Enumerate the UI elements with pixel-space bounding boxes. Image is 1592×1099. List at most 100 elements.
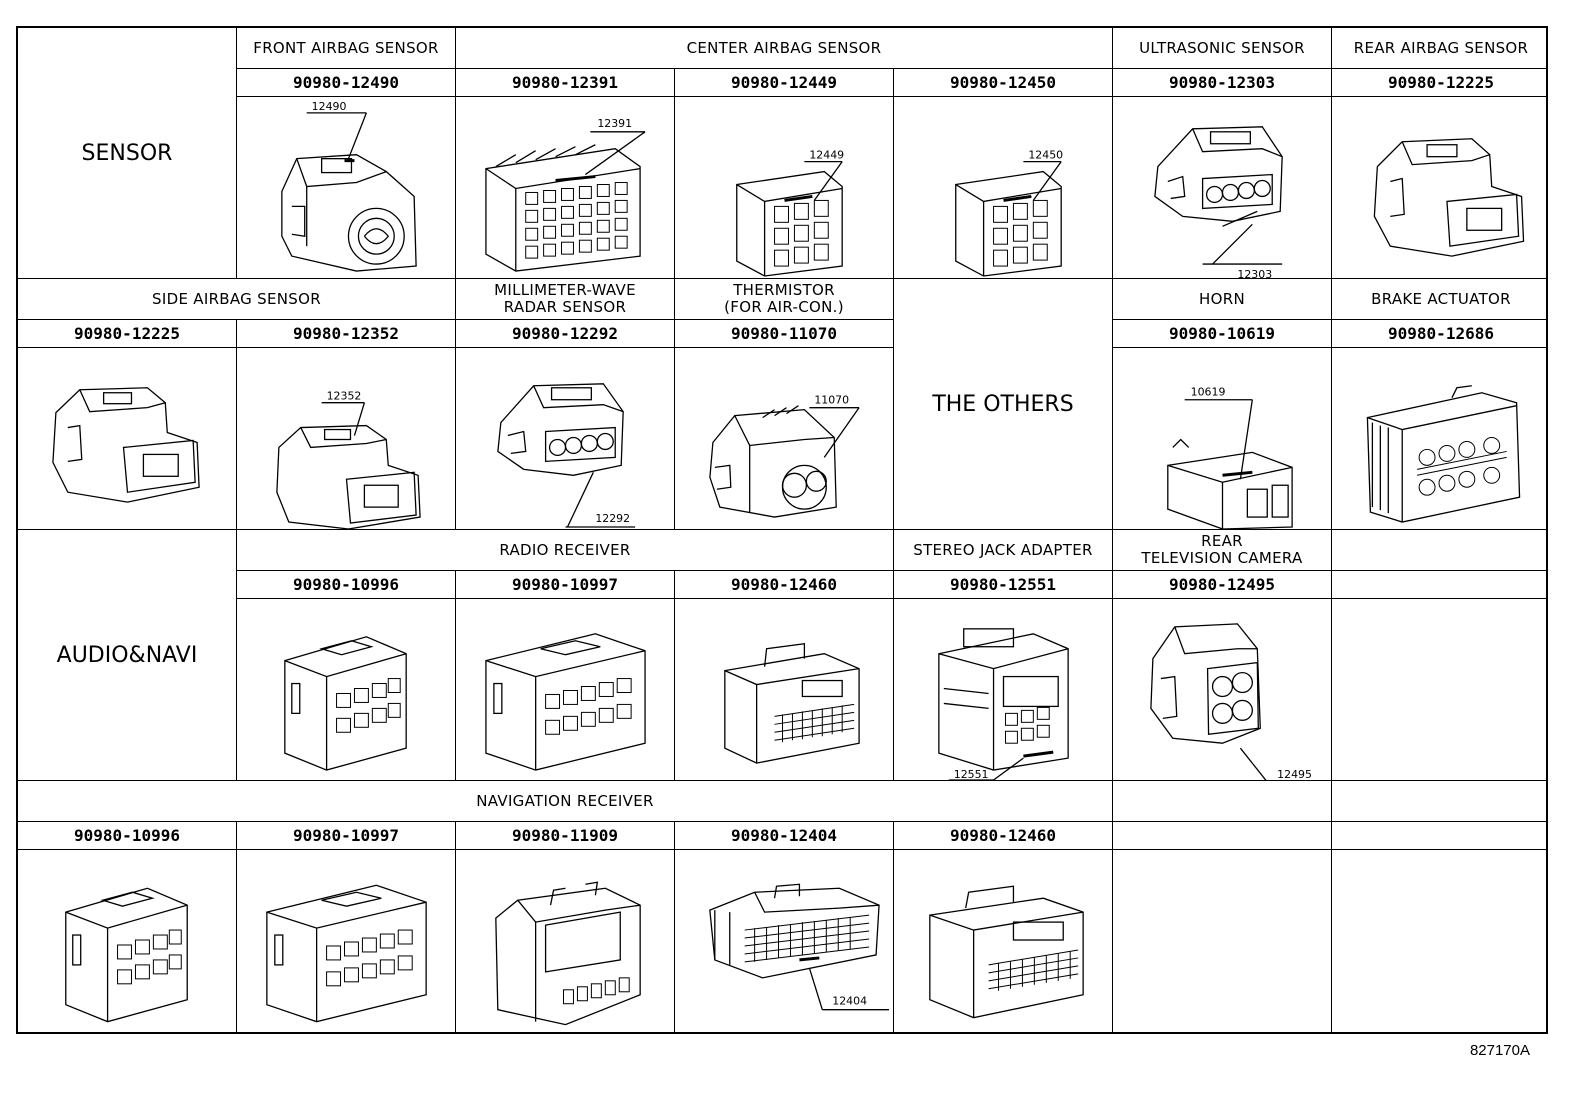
part-number: 90980-10996 bbox=[18, 822, 237, 850]
header-label: TELEVISION CAMERA bbox=[1141, 549, 1303, 567]
header-brake-actuator: BRAKE ACTUATOR bbox=[1332, 279, 1546, 320]
callout-label: 12404 bbox=[832, 995, 867, 1008]
part-number: 90980-12225 bbox=[18, 320, 237, 348]
part-number: 90980-11070 bbox=[675, 320, 894, 348]
part-number-text: 90980-12490 bbox=[293, 73, 399, 92]
part-number: 90980-12460 bbox=[894, 822, 1113, 850]
part-number-text: 90980-11070 bbox=[731, 324, 837, 343]
empty-cell bbox=[1113, 781, 1332, 822]
callout-label: 12551 bbox=[954, 768, 989, 780]
connector-drawing-12460 bbox=[894, 850, 1113, 1032]
part-number-text: 90980-10997 bbox=[512, 575, 618, 594]
callout-label: 11070 bbox=[814, 394, 849, 407]
header-horn: HORN bbox=[1113, 279, 1332, 320]
header-navigation-receiver: NAVIGATION RECEIVER bbox=[18, 781, 1113, 822]
part-number: 90980-12391 bbox=[456, 69, 675, 97]
callout-label: 12449 bbox=[809, 149, 844, 162]
header-label: ULTRASONIC SENSOR bbox=[1139, 38, 1305, 57]
connector-drawing-12225 bbox=[18, 348, 237, 530]
callout-label: 10619 bbox=[1191, 386, 1226, 399]
header-front-airbag-sensor: FRONT AIRBAG SENSOR bbox=[237, 28, 456, 69]
part-number-text: 90980-12225 bbox=[74, 324, 180, 343]
group-the-others: THE OTHERS bbox=[894, 279, 1113, 530]
part-number-text: 90980-12460 bbox=[731, 575, 837, 594]
header-label: CENTER AIRBAG SENSOR bbox=[686, 38, 882, 57]
header-label: RADAR SENSOR bbox=[503, 298, 627, 316]
empty-cell bbox=[1113, 850, 1332, 1032]
part-number: 90980-10619 bbox=[1113, 320, 1332, 348]
part-number-text: 90980-12404 bbox=[731, 826, 837, 845]
connector-drawing-12292: 12292 bbox=[456, 348, 675, 530]
connector-drawing-12449: 12449 bbox=[675, 97, 894, 279]
header-label: MILLIMETER-WAVE bbox=[494, 281, 636, 299]
part-number-text: 90980-12391 bbox=[512, 73, 618, 92]
connector-drawing-12303: 12303 bbox=[1113, 97, 1332, 279]
callout-label: 12292 bbox=[595, 512, 630, 525]
callout-label: 12490 bbox=[312, 100, 347, 113]
header-label: REAR bbox=[1201, 532, 1243, 550]
header-center-airbag-sensor: CENTER AIRBAG SENSOR bbox=[456, 28, 1113, 69]
part-number-text: 90980-10996 bbox=[74, 826, 180, 845]
header-label: BRAKE ACTUATOR bbox=[1371, 289, 1511, 308]
connector-drawing-12225 bbox=[1332, 97, 1546, 279]
part-number-text: 90980-10997 bbox=[293, 826, 399, 845]
part-number-text: 90980-10619 bbox=[1169, 324, 1275, 343]
part-number: 90980-12352 bbox=[237, 320, 456, 348]
connector-drawing-12404: 12404 bbox=[675, 850, 894, 1032]
part-number-text: 90980-12292 bbox=[512, 324, 618, 343]
part-number-text: 90980-12449 bbox=[731, 73, 837, 92]
connector-drawing-11070: 11070 bbox=[675, 348, 894, 530]
header-label: FRONT AIRBAG SENSOR bbox=[253, 38, 439, 57]
part-number: 90980-10997 bbox=[237, 822, 456, 850]
part-number: 90980-12404 bbox=[675, 822, 894, 850]
header-label: HORN bbox=[1199, 289, 1245, 308]
part-number: 90980-12292 bbox=[456, 320, 675, 348]
part-number: 90980-12303 bbox=[1113, 69, 1332, 97]
part-number-text: 90980-12460 bbox=[950, 826, 1056, 845]
group-label: THE OTHERS bbox=[932, 391, 1074, 417]
part-number: 90980-12551 bbox=[894, 571, 1113, 599]
part-number-text: 90980-12686 bbox=[1388, 324, 1494, 343]
header-ultrasonic-sensor: ULTRASONIC SENSOR bbox=[1113, 28, 1332, 69]
part-number-text: 90980-10996 bbox=[293, 575, 399, 594]
header-label: THERMISTOR bbox=[733, 281, 835, 299]
empty-cell bbox=[1332, 781, 1546, 822]
header-label: (FOR AIR-CON.) bbox=[724, 298, 844, 316]
group-label: AUDIO&NAVI bbox=[56, 642, 198, 668]
connector-drawing-12450: 12450 bbox=[894, 97, 1113, 279]
empty-cell bbox=[1332, 530, 1546, 571]
part-number-text: 90980-12352 bbox=[293, 324, 399, 343]
connector-drawing-12460 bbox=[675, 599, 894, 781]
part-number-text: 90980-12450 bbox=[950, 73, 1056, 92]
header-label: NAVIGATION RECEIVER bbox=[476, 791, 654, 810]
callout-label: 12495 bbox=[1277, 768, 1312, 780]
part-number: 90980-11909 bbox=[456, 822, 675, 850]
header-stereo-jack-adapter: STEREO JACK ADAPTER bbox=[894, 530, 1113, 571]
empty-cell bbox=[1332, 822, 1546, 850]
part-number-text: 90980-12495 bbox=[1169, 575, 1275, 594]
header-label: SIDE AIRBAG SENSOR bbox=[152, 289, 321, 308]
connector-drawing-10997 bbox=[237, 850, 456, 1032]
header-label: REAR AIRBAG SENSOR bbox=[1353, 38, 1529, 57]
group-label: SENSOR bbox=[81, 140, 173, 166]
header-label: RADIO RECEIVER bbox=[499, 540, 631, 559]
part-number: 90980-12449 bbox=[675, 69, 894, 97]
part-number: 90980-12490 bbox=[237, 69, 456, 97]
connector-drawing-12686 bbox=[1332, 348, 1546, 530]
header-thermistor: THERMISTOR(FOR AIR-CON.) bbox=[675, 279, 894, 320]
part-number-text: 90980-12303 bbox=[1169, 73, 1275, 92]
empty-cell bbox=[1332, 599, 1546, 781]
part-number-text: 90980-12551 bbox=[950, 575, 1056, 594]
part-number: 90980-12225 bbox=[1332, 69, 1546, 97]
header-rear-airbag-sensor: REAR AIRBAG SENSOR bbox=[1332, 28, 1546, 69]
part-number: 90980-12450 bbox=[894, 69, 1113, 97]
connector-drawing-10997 bbox=[456, 599, 675, 781]
connector-table: SENSOR FRONT AIRBAG SENSOR CENTER AIRBAG… bbox=[16, 26, 1548, 1034]
connector-drawing-10996 bbox=[237, 599, 456, 781]
part-number: 90980-12460 bbox=[675, 571, 894, 599]
figure-id: 827170A bbox=[1469, 1042, 1530, 1059]
header-side-airbag-sensor: SIDE AIRBAG SENSOR bbox=[18, 279, 456, 320]
